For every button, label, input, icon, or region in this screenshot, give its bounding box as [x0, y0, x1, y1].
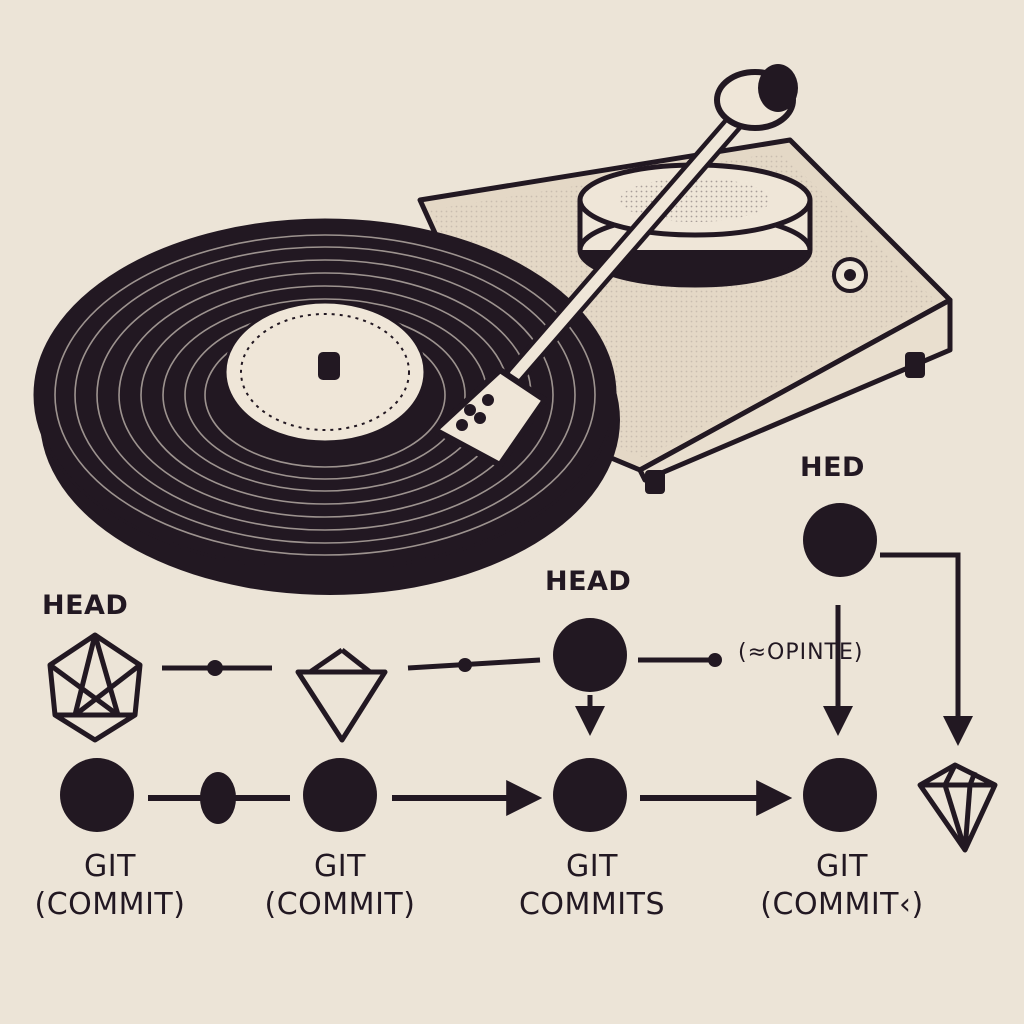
commit-node [553, 618, 627, 692]
turntable-illustration [33, 64, 953, 595]
triangle-marker-icon [295, 647, 388, 743]
commit-label-line2: (COMMIT‹) [760, 887, 924, 922]
turntable-foot [645, 470, 665, 494]
pointer-note: (≈OPINTE) [738, 640, 864, 665]
tonearm-pivot [577, 162, 813, 288]
commit-graph [47, 503, 998, 853]
cartridge-headshell [432, 367, 548, 468]
commit-label-line1: GIT [84, 849, 136, 884]
commit-label-line2: COMMITS [518, 887, 666, 922]
commit-label-line1: GIT [314, 849, 366, 884]
commit-label-line1: GIT [566, 849, 618, 884]
commit-node [803, 503, 877, 577]
commit-node [60, 758, 134, 832]
gem-icon [47, 632, 143, 743]
commit-node [553, 758, 627, 832]
edge-node-dot [708, 653, 722, 667]
turntable-plinth-side [637, 297, 953, 483]
edge-line [407, 657, 541, 671]
spindle-icon [318, 352, 340, 380]
commit-label: GIT (COMMIT‹) [732, 848, 952, 924]
head-label-right: HED [800, 452, 865, 483]
commit-node [303, 758, 377, 832]
gem-icon [917, 762, 998, 853]
edge-node-dot [207, 660, 223, 676]
head-label-mid: HEAD [545, 566, 632, 597]
tonearm-icon [432, 64, 798, 468]
commit-node [803, 758, 877, 832]
turntable-foot [905, 352, 925, 378]
branch-arrow [880, 552, 973, 746]
commit-label: GIT COMMITS [482, 848, 702, 924]
commit-label: GIT (COMMIT) [230, 848, 450, 924]
commit-label-line1: GIT [816, 849, 868, 884]
edge-node-dot [200, 772, 236, 824]
commit-label-line2: (COMMIT) [34, 887, 186, 922]
edge-node-dot [458, 658, 472, 672]
vinyl-record-icon [33, 218, 620, 595]
head-label-left: HEAD [42, 590, 129, 621]
commit-label: GIT (COMMIT) [0, 848, 220, 924]
commit-label-line2: (COMMIT) [264, 887, 416, 922]
